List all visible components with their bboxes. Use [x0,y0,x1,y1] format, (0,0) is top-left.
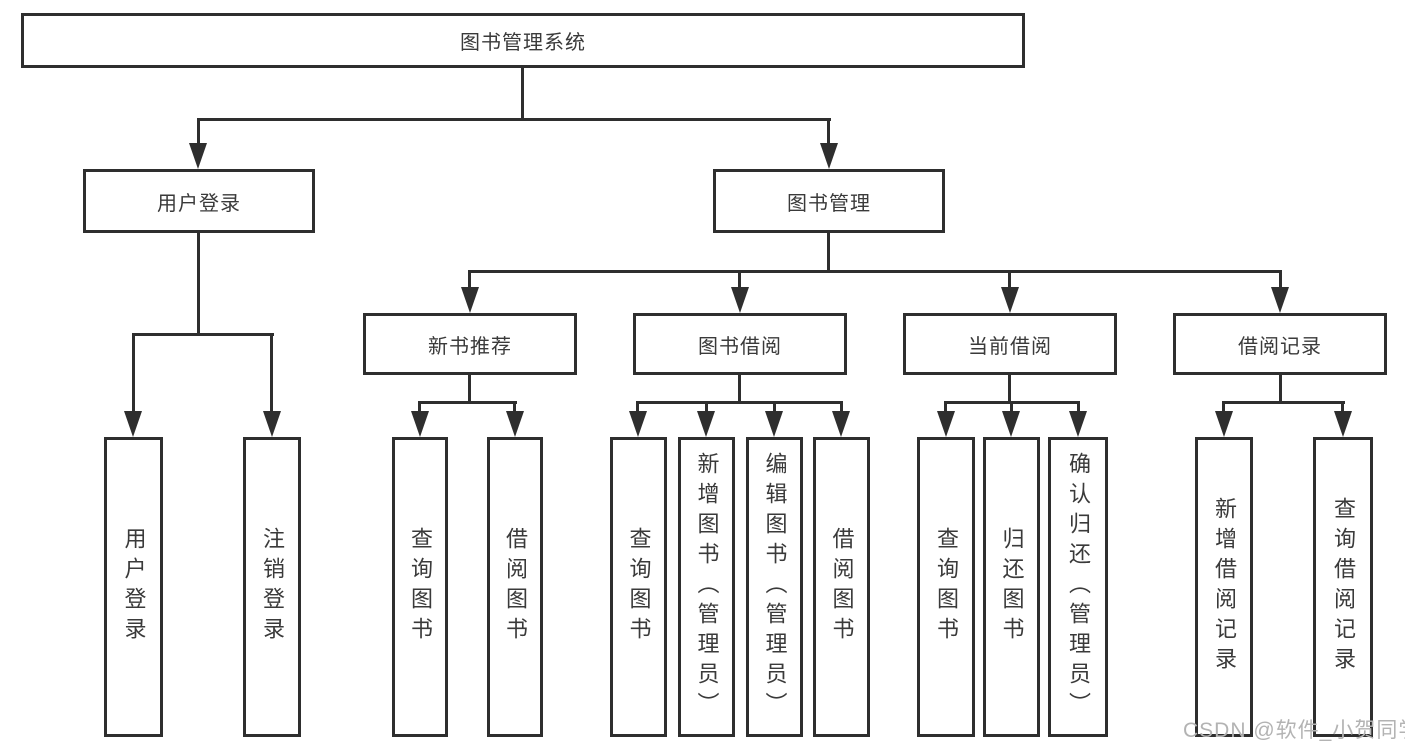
connector-bb-drop-4 [840,401,843,413]
connector-mgmt-hline [468,270,1282,273]
connector-rec-stem [468,375,471,404]
node-leaf-bb-borrow-books-label: 借阅图书 [829,527,855,647]
arrowhead-bb-edit-books [765,411,783,437]
node-leaf-bb-add-books: 新增图书（管理员） [678,437,735,737]
arrowhead-cb-query-books [937,411,955,437]
node-leaf-bb-edit-books-label: 编辑图书（管理员） [762,452,788,722]
connector-mgmt-drop-2 [738,270,741,287]
connector-cb-stem [1008,375,1011,404]
node-leaf-br-query-record-label: 查询借阅记录 [1331,497,1356,677]
arrowhead-user-login [189,143,207,169]
connector-bb-drop-3 [773,401,776,413]
connector-bb-drop-2 [705,401,708,413]
node-root: 图书管理系统 [21,13,1025,68]
node-leaf-logout: 注销登录 [243,437,301,737]
node-leaf-logout-label: 注销登录 [260,527,285,647]
connector-cb-drop-2 [1010,401,1013,413]
connector-mgmt-drop-4 [1279,270,1282,287]
node-leaf-bb-add-books-label: 新增图书（管理员） [694,452,720,722]
arrowhead-br-add-record [1215,411,1233,437]
connector-bb-stem [738,375,741,404]
connector-root-hline [197,118,831,121]
connector-bb-drop-1 [636,401,639,413]
connector-br-drop-2 [1341,401,1344,413]
connector-rec-hline [418,401,517,404]
arrowhead-book-borrow [731,287,749,313]
connector-mgmt-drop-3 [1008,270,1011,287]
connector-bb-hline [636,401,843,404]
node-root-label: 图书管理系统 [460,32,586,54]
node-leaf-cb-return-books: 归还图书 [983,437,1040,737]
connector-cb-drop-1 [944,401,947,413]
node-leaf-bb-query-books-label: 查询图书 [626,527,652,647]
arrowhead-cb-confirm-return [1069,411,1087,437]
connector-br-drop-1 [1222,401,1225,413]
arrowhead-bb-add-books [697,411,715,437]
connector-root-drop-left [197,118,200,145]
connector-br-hline [1222,401,1345,404]
node-leaf-rec-query-books-label: 查询图书 [408,527,433,647]
node-leaf-cb-confirm-return: 确认归还（管理员） [1048,437,1108,737]
node-borrow-records: 借阅记录 [1173,313,1387,375]
node-borrow-records-label: 借阅记录 [1238,335,1322,358]
connector-login-drop-2 [270,333,273,413]
connector-login-drop-1 [132,333,135,413]
node-leaf-rec-query-books: 查询图书 [392,437,448,737]
node-current-borrow: 当前借阅 [903,313,1117,375]
arrowhead-br-query-record [1334,411,1352,437]
node-leaf-cb-return-books-label: 归还图书 [999,527,1025,647]
connector-mgmt-stem [827,233,830,273]
node-leaf-rec-borrow-books-label: 借阅图书 [503,527,528,647]
node-leaf-br-add-record: 新增借阅记录 [1195,437,1253,737]
arrowhead-bb-borrow-books [832,411,850,437]
arrowhead-book-management [820,143,838,169]
arrowhead-current-borrow [1001,287,1019,313]
arrowhead-leaf-user-login [124,411,142,437]
node-user-login-label: 用户登录 [157,192,241,215]
connector-cb-drop-3 [1077,401,1080,413]
arrowhead-bb-query-books [629,411,647,437]
connector-br-stem [1279,375,1282,404]
node-leaf-cb-query-books-label: 查询图书 [934,527,959,647]
node-book-borrow-label: 图书借阅 [698,335,782,358]
node-user-login: 用户登录 [83,169,315,233]
node-book-management: 图书管理 [713,169,945,233]
connector-root-drop-right [827,118,830,145]
connector-rec-drop-2 [513,401,516,413]
node-leaf-br-add-record-label: 新增借阅记录 [1212,497,1237,677]
connector-login-hline [132,333,274,336]
node-leaf-bb-query-books: 查询图书 [610,437,667,737]
node-leaf-cb-query-books: 查询图书 [917,437,975,737]
connector-login-stem [197,233,200,336]
node-leaf-bb-edit-books: 编辑图书（管理员） [746,437,803,737]
arrowhead-cb-return-books [1002,411,1020,437]
arrowhead-leaf-logout [263,411,281,437]
arrowhead-new-book-recommend [461,287,479,313]
connector-root-stem [521,68,524,121]
node-leaf-br-query-record: 查询借阅记录 [1313,437,1373,737]
node-new-book-recommend: 新书推荐 [363,313,577,375]
node-leaf-rec-borrow-books: 借阅图书 [487,437,543,737]
node-leaf-bb-borrow-books: 借阅图书 [813,437,870,737]
node-current-borrow-label: 当前借阅 [968,335,1052,358]
node-book-management-label: 图书管理 [787,192,871,215]
arrowhead-borrow-records [1271,287,1289,313]
arrowhead-rec-borrow-books [506,411,524,437]
node-new-book-recommend-label: 新书推荐 [428,335,512,358]
node-leaf-cb-confirm-return-label: 确认归还（管理员） [1066,452,1091,722]
connector-rec-drop-1 [418,401,421,413]
connector-mgmt-drop-1 [468,270,471,287]
node-leaf-user-login: 用户登录 [104,437,163,737]
csdn-watermark: CSDN @软件_小贺同学 [1183,719,1405,742]
node-leaf-user-login-label: 用户登录 [121,527,147,647]
node-book-borrow: 图书借阅 [633,313,847,375]
arrowhead-rec-query-books [411,411,429,437]
